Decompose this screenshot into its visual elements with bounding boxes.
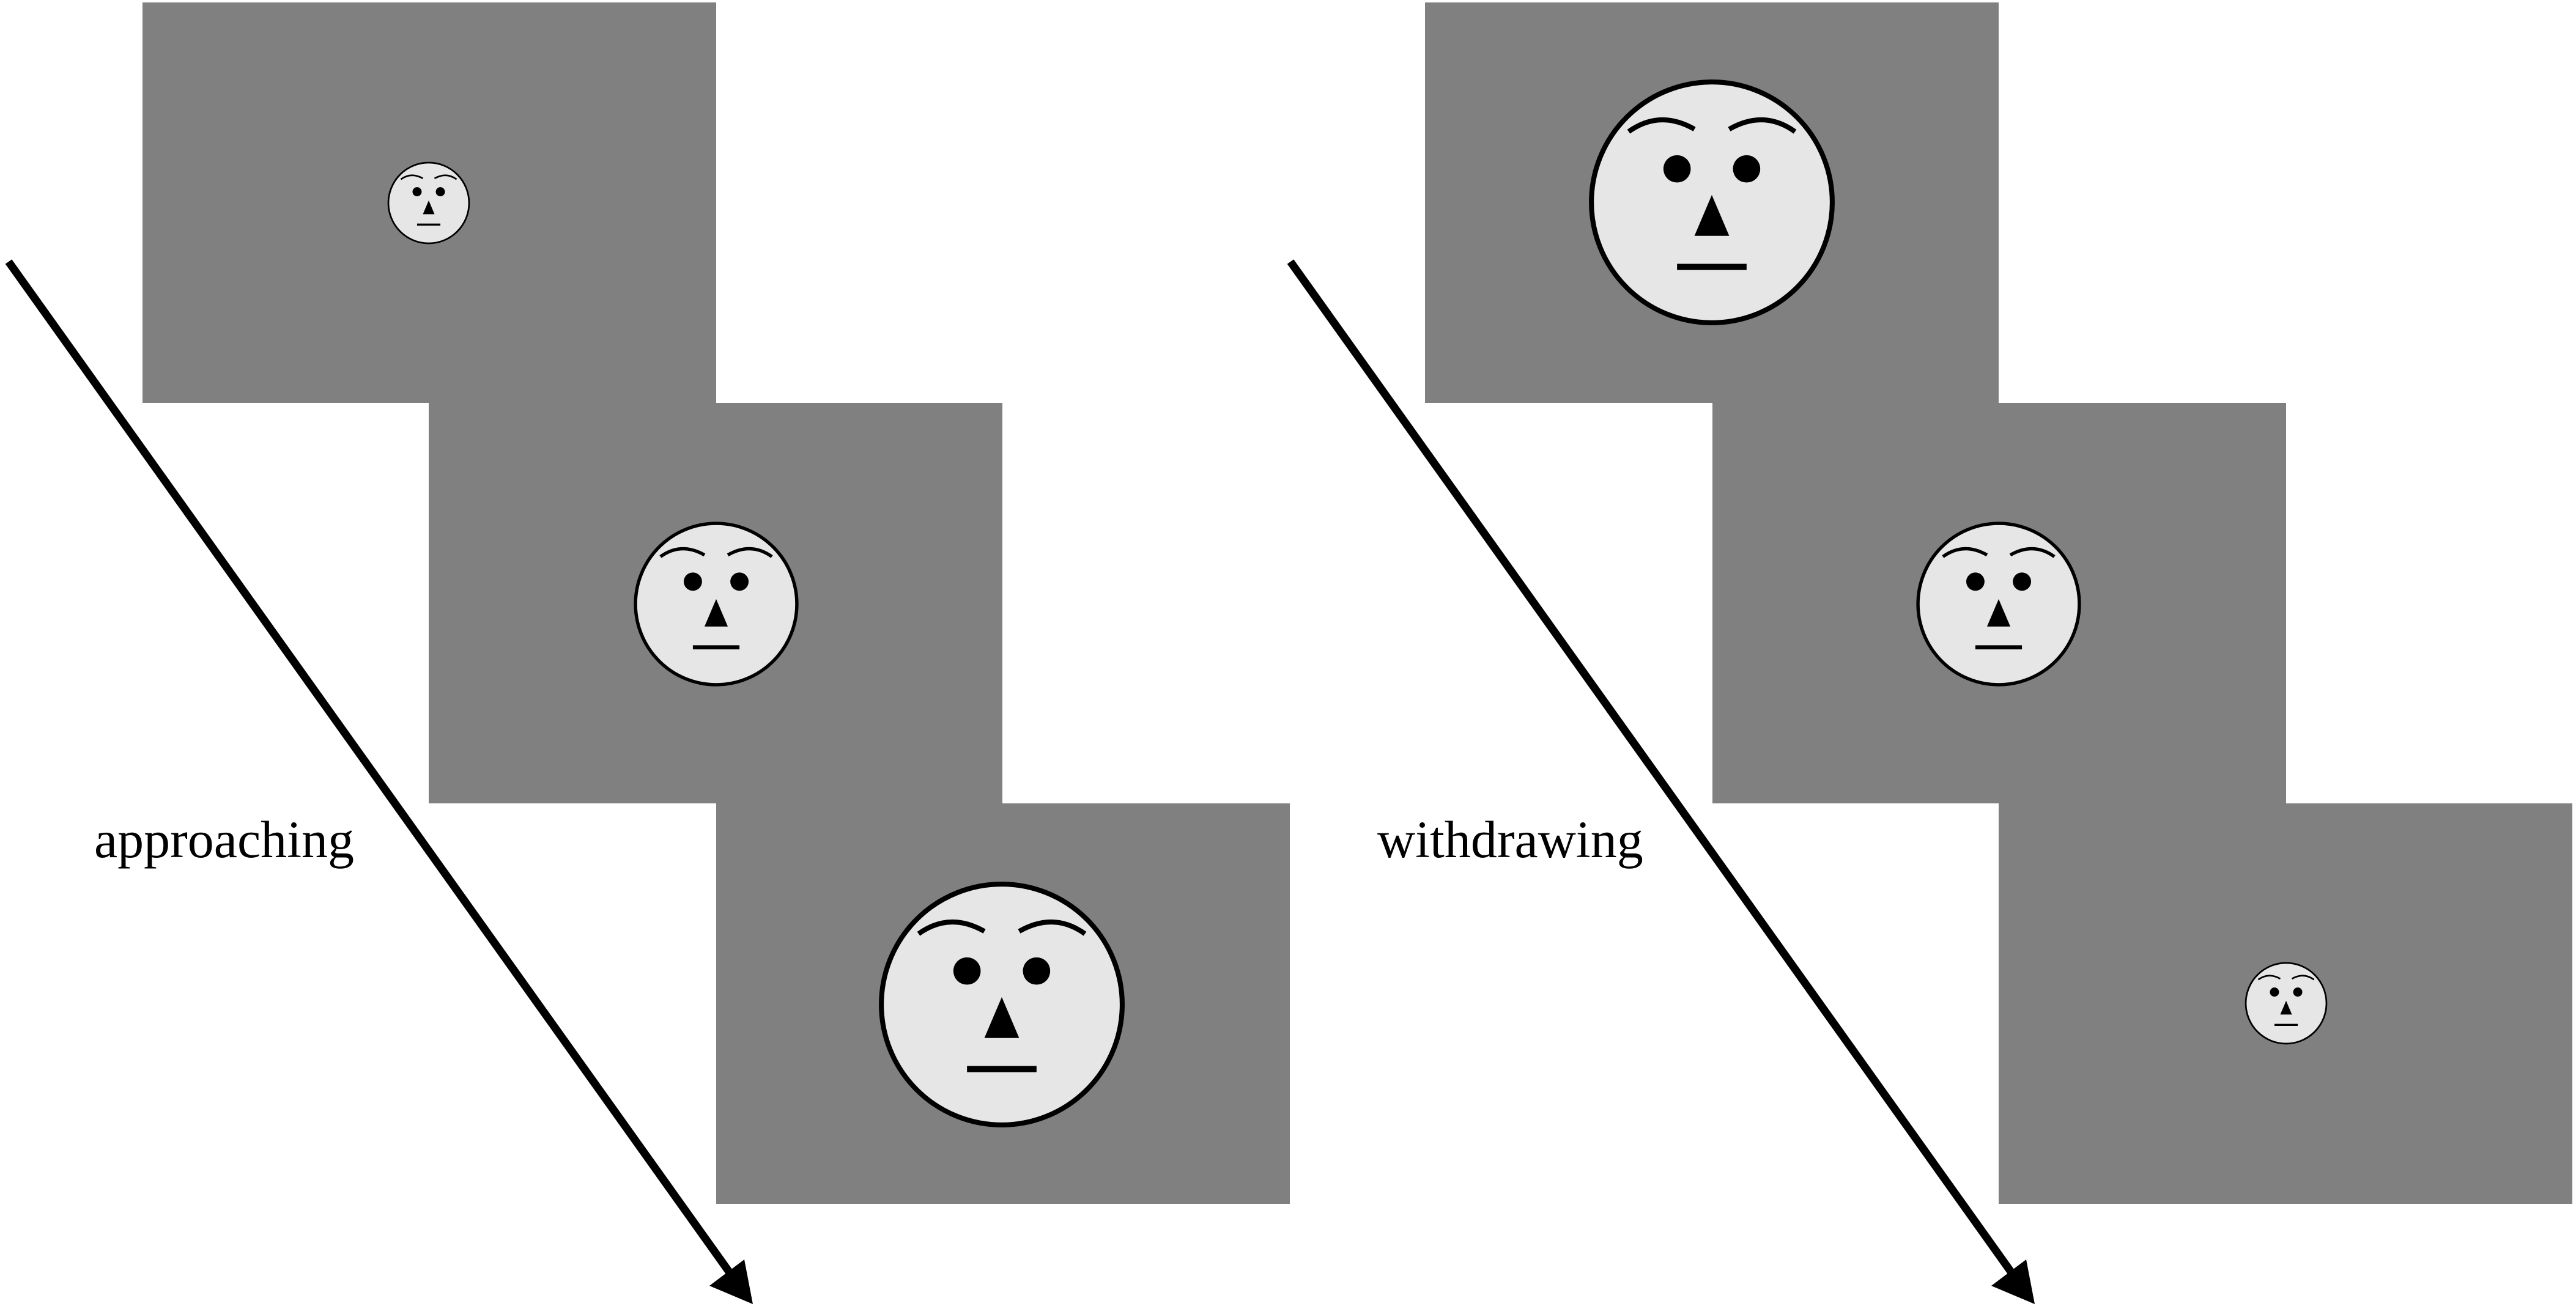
face-large xyxy=(1591,82,1832,323)
face-medium xyxy=(1918,523,2079,685)
sequence-label: withdrawing xyxy=(1377,810,1643,869)
sequence-withdrawing: withdrawing xyxy=(1287,2,2572,1304)
face-large xyxy=(881,884,1122,1125)
face-small xyxy=(2245,962,2328,1045)
face-medium xyxy=(635,523,797,685)
sequence-label: approaching xyxy=(94,810,354,869)
time-arrow xyxy=(1287,259,2035,1304)
sequence-approaching: approaching xyxy=(5,2,1290,1304)
time-arrow xyxy=(5,259,753,1304)
face-small xyxy=(387,161,470,245)
